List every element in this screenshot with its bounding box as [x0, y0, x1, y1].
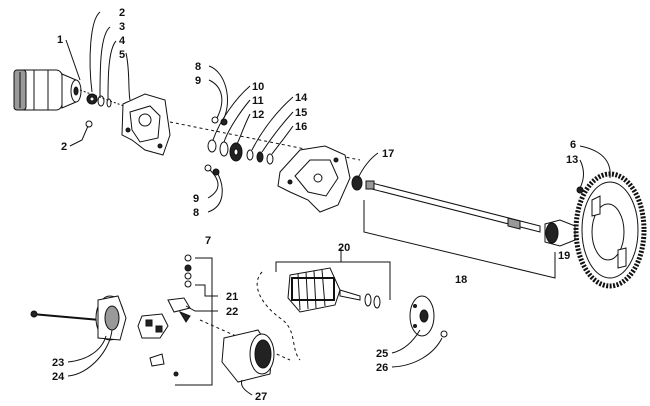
callout-17: 17 — [382, 148, 394, 160]
callout-12: 12 — [252, 109, 264, 121]
drive-bracket — [277, 145, 351, 213]
callout-20: 20 — [338, 242, 350, 254]
bolt-lower — [204, 164, 220, 176]
callout-18: 18 — [455, 274, 467, 286]
callout-25: 25 — [376, 348, 388, 360]
callout-26: 26 — [376, 362, 388, 374]
mounting-bracket — [121, 93, 171, 156]
brush-plate — [137, 313, 169, 339]
callout-8-top: 8 — [195, 61, 201, 73]
gear-stack — [207, 139, 274, 165]
callout-2-top: 2 — [119, 7, 125, 19]
motor-frame — [221, 329, 275, 383]
callout-19: 19 — [558, 250, 570, 262]
leader-bracket-7 — [175, 257, 213, 386]
drive-shaft — [351, 175, 541, 233]
brush-housing — [30, 295, 127, 341]
callout-23: 23 — [52, 357, 64, 369]
bolt-upper — [211, 116, 228, 126]
callout-9-bottom: 9 — [193, 193, 199, 205]
callout-labels: 1 2 3 4 5 2 8 9 10 11 12 14 15 16 9 8 17… — [52, 7, 578, 403]
armature — [287, 267, 381, 313]
callout-27: 27 — [255, 391, 267, 403]
callout-5: 5 — [119, 49, 125, 61]
callout-13: 13 — [566, 154, 578, 166]
callout-6: 6 — [570, 139, 576, 151]
center-line-upper — [169, 121, 361, 161]
callout-21: 21 — [226, 291, 238, 303]
callout-4: 4 — [119, 35, 126, 47]
ring-gear — [573, 171, 647, 289]
leader-lines — [65, 11, 611, 396]
callout-16: 16 — [295, 121, 307, 133]
callout-22: 22 — [226, 306, 238, 318]
leader-bracket-18 — [363, 200, 556, 279]
callout-7: 7 — [205, 235, 211, 247]
callout-24: 24 — [52, 371, 65, 383]
callout-10: 10 — [252, 81, 264, 93]
end-plate — [409, 295, 448, 338]
starter-motor — [13, 69, 82, 111]
callout-2-left: 2 — [61, 141, 67, 153]
callout-3: 3 — [119, 21, 125, 33]
motor-hardware — [79, 89, 136, 128]
callout-15: 15 — [295, 107, 307, 119]
callout-11: 11 — [252, 95, 264, 107]
callout-8-bottom: 8 — [193, 207, 199, 219]
callout-14: 14 — [295, 92, 308, 104]
pinion-gear — [544, 219, 576, 247]
callout-9-top: 9 — [195, 75, 201, 87]
callout-1: 1 — [57, 34, 63, 46]
terminal-stack — [149, 254, 192, 377]
dashed-assembly-line — [256, 271, 301, 361]
